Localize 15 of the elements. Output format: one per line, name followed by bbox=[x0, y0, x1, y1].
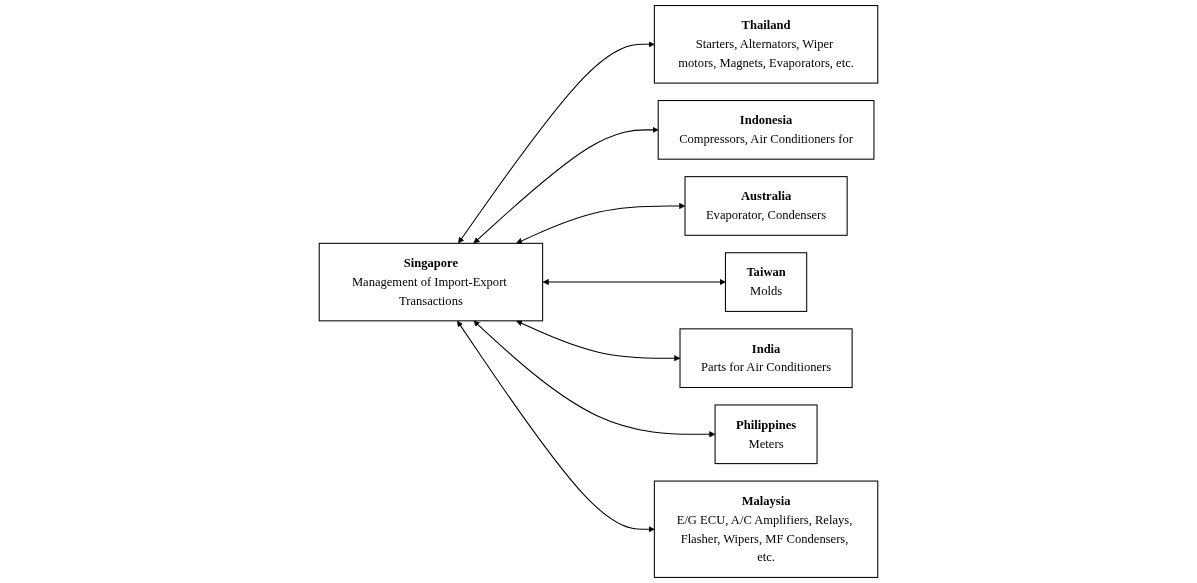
arrow bbox=[473, 320, 716, 438]
node-box: Taiwan Molds bbox=[724, 252, 808, 312]
arrow bbox=[458, 41, 655, 244]
node-box: India Parts for Air Conditioners bbox=[679, 328, 853, 389]
node-box: Philippines Meters bbox=[714, 404, 818, 465]
arrow bbox=[457, 320, 655, 533]
node-box: Australia Evaporator, Condensers bbox=[684, 176, 848, 236]
node-box: Singapore Management of Import-Export Transactions bbox=[318, 242, 544, 322]
arrow bbox=[473, 126, 659, 244]
arrow bbox=[516, 202, 686, 244]
node-box: Indonesia Compressors, Air Conditioners for bbox=[657, 100, 875, 160]
arrow bbox=[516, 320, 681, 362]
node-box: Thailand Starters, Alternators, Wiper motors, Magnets, Evaporators, etc. bbox=[653, 5, 879, 84]
node-box: Malaysia E/G ECU, A/C Amplifiers, Relays, Flasher, Wipers, MF Condensers, etc. bbox=[653, 480, 879, 578]
arrow bbox=[542, 279, 726, 286]
